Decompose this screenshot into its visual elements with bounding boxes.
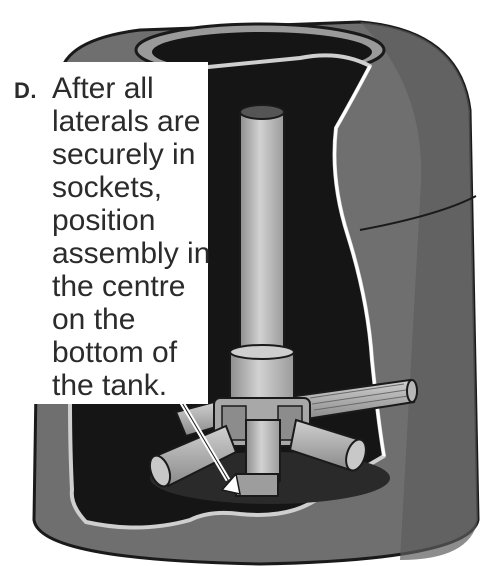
- central-pipe: [230, 105, 294, 402]
- instruction-line: bottom of: [52, 338, 177, 368]
- instruction-line: securely in: [52, 140, 195, 170]
- instruction-line: the centre: [52, 272, 185, 302]
- bottom-socket: [236, 474, 278, 496]
- instruction-line: the tank.: [52, 371, 167, 401]
- step-letter: D.: [14, 78, 37, 104]
- instruction-line: After all: [52, 74, 154, 104]
- instruction-line: position: [52, 206, 155, 236]
- instruction-line: assembly in: [52, 239, 210, 269]
- instruction-line: sockets,: [52, 173, 162, 203]
- instruction-line: on the: [52, 305, 135, 335]
- instruction-line: laterals are: [52, 107, 200, 137]
